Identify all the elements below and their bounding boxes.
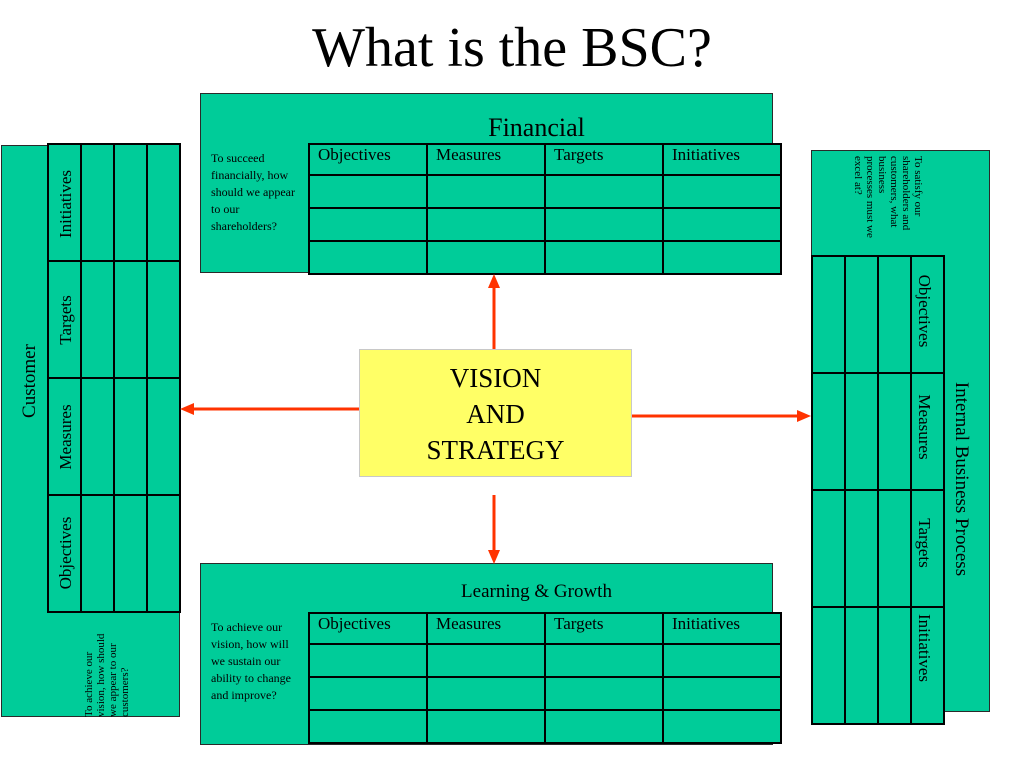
learning-header-initiatives: Initiatives — [662, 612, 782, 645]
table-row — [47, 260, 181, 379]
financial-header-initiatives: Initiatives — [662, 143, 782, 176]
learning-title: Learning & Growth — [461, 581, 612, 602]
table-row — [308, 207, 782, 242]
internal-header-col — [910, 255, 945, 374]
table-row — [47, 494, 181, 613]
financial-header-objectives: Objectives — [308, 143, 428, 176]
financial-header-targets: Targets — [544, 143, 664, 176]
learning-question: To achieve our vision, how will we susta… — [211, 620, 291, 702]
financial-title: Financial — [488, 113, 585, 142]
customer-header-col — [47, 143, 82, 262]
table-row — [308, 676, 782, 711]
vision-line-1: VISION — [449, 363, 542, 393]
vision-line-3: STRATEGY — [426, 435, 565, 465]
internal-table — [811, 255, 945, 725]
learning-table: Objectives Measures Targets Initiatives — [308, 612, 782, 744]
financial-header-measures: Measures — [426, 143, 546, 176]
table-row — [811, 489, 945, 608]
vision-line-2: AND — [466, 399, 525, 429]
table-row — [811, 372, 945, 491]
learning-header-objectives: Objectives — [308, 612, 428, 645]
table-row — [308, 240, 782, 275]
table-row — [811, 606, 945, 725]
learning-header-measures: Measures — [426, 612, 546, 645]
table-row — [308, 174, 782, 209]
vision-strategy-box: VISION AND STRATEGY — [359, 349, 632, 477]
table-row — [308, 643, 782, 678]
financial-table: Objectives Measures Targets Initiatives — [308, 143, 782, 275]
financial-question: To succeed financially, how should we ap… — [211, 151, 295, 233]
table-row — [308, 709, 782, 744]
learning-header-targets: Targets — [544, 612, 664, 645]
customer-table — [47, 143, 181, 613]
table-row — [47, 377, 181, 496]
slide-title: What is the BSC? — [312, 17, 712, 79]
